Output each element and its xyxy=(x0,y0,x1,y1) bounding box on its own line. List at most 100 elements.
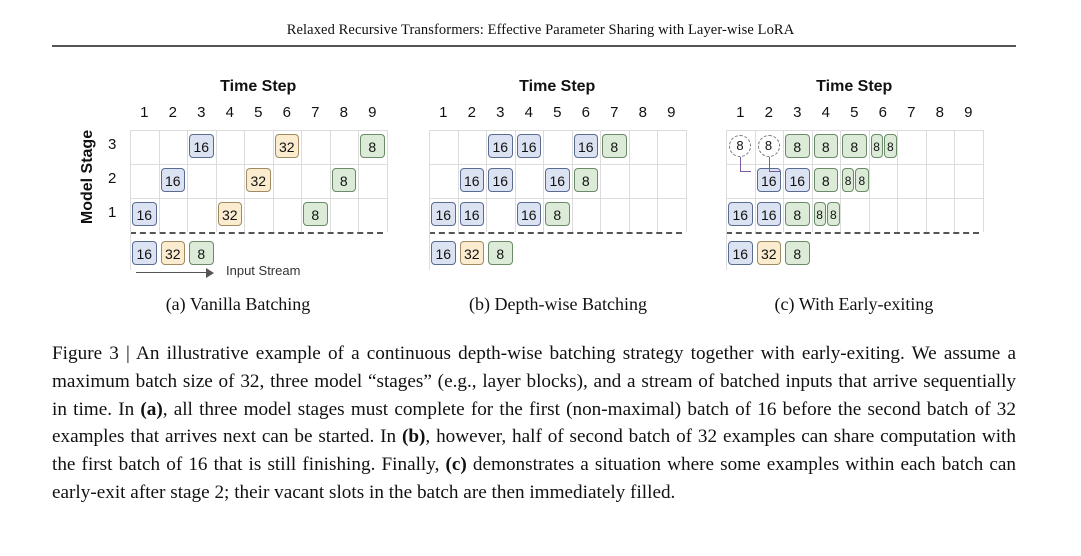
batch-box: 8 xyxy=(303,202,328,226)
time-tick: 9 xyxy=(964,104,973,121)
stream-box: 32 xyxy=(756,241,781,265)
grid-line xyxy=(726,198,983,199)
batch-box: 16 xyxy=(488,168,513,192)
time-step-title: Time Step xyxy=(816,78,893,95)
grid-line xyxy=(301,130,302,232)
exit-arrow xyxy=(740,157,751,172)
time-tick: 7 xyxy=(311,104,320,121)
batch-box: 32 xyxy=(217,202,242,226)
batch-box: 8 xyxy=(813,168,838,192)
grid-line xyxy=(130,130,387,131)
grid-line xyxy=(868,130,870,232)
caption-ref-b: (b) xyxy=(401,426,426,448)
grid-line xyxy=(726,232,727,270)
grid-line xyxy=(726,130,727,232)
stream-separator xyxy=(130,232,383,234)
stream-box: 16 xyxy=(132,241,157,265)
time-tick: 9 xyxy=(667,104,676,121)
stream-box: 32 xyxy=(459,241,484,265)
grid-line xyxy=(657,130,658,232)
batch-box: 16 xyxy=(785,168,810,192)
batch-box: 8 xyxy=(842,168,855,192)
grid-line xyxy=(486,130,487,232)
grid-line xyxy=(429,130,686,131)
batch-box: 16 xyxy=(459,202,484,226)
time-tick: 8 xyxy=(339,104,348,121)
batch-box: 16 xyxy=(516,134,541,158)
header-rule xyxy=(52,45,1016,47)
batch-box: 16 xyxy=(756,168,781,192)
time-tick: 7 xyxy=(610,104,619,121)
batch-box: 16 xyxy=(189,134,214,158)
early-exit-ghost: 8 xyxy=(757,135,780,157)
grid-line xyxy=(158,130,160,232)
grid-line xyxy=(925,130,927,232)
time-tick: 3 xyxy=(793,104,802,121)
time-tick: 7 xyxy=(907,104,916,121)
batch-box: 8 xyxy=(855,168,869,192)
batch-box: 8 xyxy=(883,134,897,158)
grid-line xyxy=(571,130,573,232)
grid-line xyxy=(783,130,784,232)
batch-box: 16 xyxy=(516,202,541,226)
time-tick: 6 xyxy=(581,104,590,121)
batch-box: 8 xyxy=(826,202,840,226)
grid-line xyxy=(514,130,516,232)
time-tick: 2 xyxy=(168,104,177,121)
grid-line xyxy=(429,198,686,199)
batch-box: 8 xyxy=(785,202,810,226)
input-stream-arrow-head xyxy=(206,268,214,278)
grid-line xyxy=(187,130,188,232)
grid-line xyxy=(429,130,430,232)
grid-line xyxy=(244,130,245,232)
grid-line xyxy=(811,130,813,232)
batch-box: 8 xyxy=(602,134,627,158)
grid-line xyxy=(130,198,387,199)
grid-line xyxy=(754,130,756,232)
input-stream-label: Input Stream xyxy=(226,263,301,278)
batch-box: 8 xyxy=(813,134,838,158)
grid-line xyxy=(130,130,131,232)
caption-after-b: , however, half of second batch of 32 ex… xyxy=(52,426,1016,476)
stage-tick: 2 xyxy=(108,170,117,187)
stage-tick: 3 xyxy=(108,136,117,153)
time-tick: 5 xyxy=(553,104,562,121)
caption-after-a: , all three model stages must complete f… xyxy=(52,398,1016,448)
batch-box: 8 xyxy=(813,202,826,226)
grid-line xyxy=(130,232,131,270)
time-tick: 5 xyxy=(254,104,263,121)
caption-ref-a: (a) xyxy=(140,398,163,420)
time-tick: 2 xyxy=(467,104,476,121)
batch-box: 32 xyxy=(274,134,299,158)
y-axis-label: Model Stage xyxy=(79,129,96,225)
time-tick: 8 xyxy=(935,104,944,121)
batch-box: 32 xyxy=(246,168,271,192)
time-step-title: Time Step xyxy=(220,78,297,95)
time-tick: 3 xyxy=(197,104,206,121)
batch-box: 16 xyxy=(160,168,185,192)
grid-line xyxy=(954,130,955,232)
caption-lead: Figure 3 | An illustrative example of a … xyxy=(52,343,1016,420)
grid-line xyxy=(897,130,898,232)
caption-ref-c: (c) xyxy=(445,454,467,476)
stream-separator xyxy=(429,232,682,234)
batch-box: 16 xyxy=(545,168,570,192)
stream-box: 16 xyxy=(431,241,456,265)
time-tick: 5 xyxy=(850,104,859,121)
grid-line xyxy=(215,130,217,232)
stream-box: 32 xyxy=(160,241,185,265)
grid-line xyxy=(130,164,387,165)
figure-caption: Figure 3 | An illustrative example of a … xyxy=(52,340,1016,507)
grid-line xyxy=(386,130,388,232)
running-head: Relaxed Recursive Transformers: Effectiv… xyxy=(286,22,795,38)
grid-line xyxy=(272,130,274,232)
grid-line xyxy=(429,164,686,165)
batch-box: 16 xyxy=(431,202,456,226)
grid-line xyxy=(429,232,430,270)
batch-box: 16 xyxy=(573,134,598,158)
batch-box: 16 xyxy=(488,134,513,158)
stream-box: 8 xyxy=(785,241,810,265)
grid-line xyxy=(600,130,601,232)
grid-line xyxy=(358,130,359,232)
grid-line xyxy=(840,130,841,232)
